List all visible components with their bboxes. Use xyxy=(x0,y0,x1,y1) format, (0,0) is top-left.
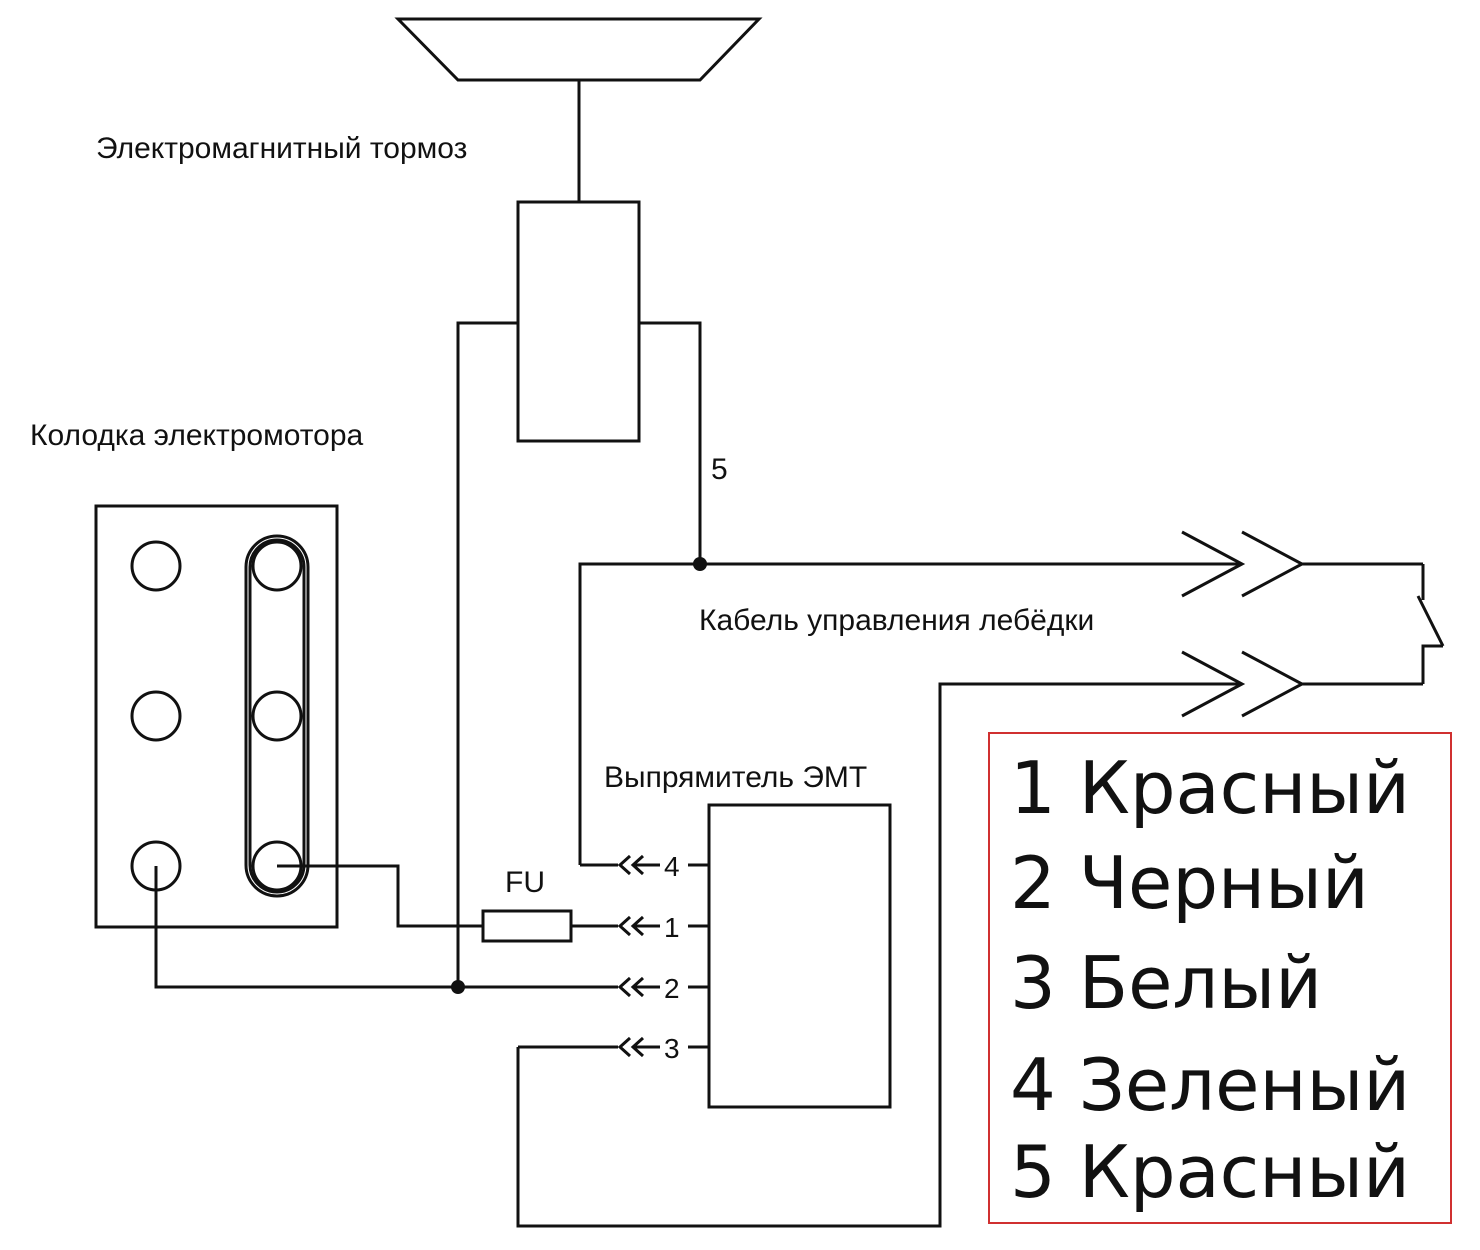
connector-lower-1 xyxy=(1181,650,1246,718)
wire-5 xyxy=(639,321,702,564)
rectifier-box xyxy=(707,803,892,1109)
wire-cable-upper xyxy=(578,562,1240,865)
connector-upper-2 xyxy=(1241,530,1306,598)
wire-5-label: 5 xyxy=(711,453,728,486)
motor-terminal-block xyxy=(94,504,339,929)
legend-item-5: 5 Красный xyxy=(1010,1130,1410,1214)
terminal-4 xyxy=(251,540,303,592)
rectifier-label: Выпрямитель ЭМТ xyxy=(604,761,867,794)
terminal-5 xyxy=(251,690,303,742)
plug-arrow-2a xyxy=(617,976,632,998)
junction-wire-5 xyxy=(693,557,707,571)
fuse-label: FU xyxy=(505,866,545,899)
plug-arrow-4a xyxy=(617,854,632,876)
terminal-1 xyxy=(130,540,182,592)
switch-blade xyxy=(1416,595,1445,647)
pin-label-2: 2 xyxy=(664,973,680,1004)
switch-bottom xyxy=(1421,644,1443,684)
wire-brake-left xyxy=(456,321,518,987)
wire-cable-lower xyxy=(516,682,1240,1228)
connector-upper-1 xyxy=(1181,530,1246,598)
plug-arrow-3a xyxy=(617,1036,632,1058)
pin-label-3: 3 xyxy=(664,1033,680,1064)
brake-label: Электромагнитный тормоз xyxy=(96,132,467,165)
brake-disc-symbol xyxy=(394,17,763,82)
connector-lower-2 xyxy=(1241,650,1306,718)
terminal-2 xyxy=(130,690,182,742)
brake-coil xyxy=(516,200,641,443)
pin-label-1: 1 xyxy=(664,912,680,943)
wire-color-legend: 1 Красный 2 Черный 3 Белый 4 Зеленый 5 К… xyxy=(988,732,1452,1224)
fuse-symbol xyxy=(481,909,573,943)
cable-label: Кабель управления лебёдки xyxy=(699,604,1094,637)
terminal-jumper-inner xyxy=(248,538,306,894)
legend-item-2: 2 Черный xyxy=(1010,841,1369,925)
plug-arrow-1a xyxy=(617,915,632,937)
wire-terminal-6 xyxy=(277,864,483,928)
pin-label-4: 4 xyxy=(664,851,680,882)
motor-block-label: Колодка электромотора xyxy=(30,419,364,452)
legend-item-1: 1 Красный xyxy=(1010,746,1410,830)
terminal-jumper-outer xyxy=(244,534,310,898)
legend-item-3: 3 Белый xyxy=(1010,941,1323,1025)
junction-wire-2 xyxy=(451,980,465,994)
legend-item-4: 4 Зеленый xyxy=(1010,1043,1411,1127)
